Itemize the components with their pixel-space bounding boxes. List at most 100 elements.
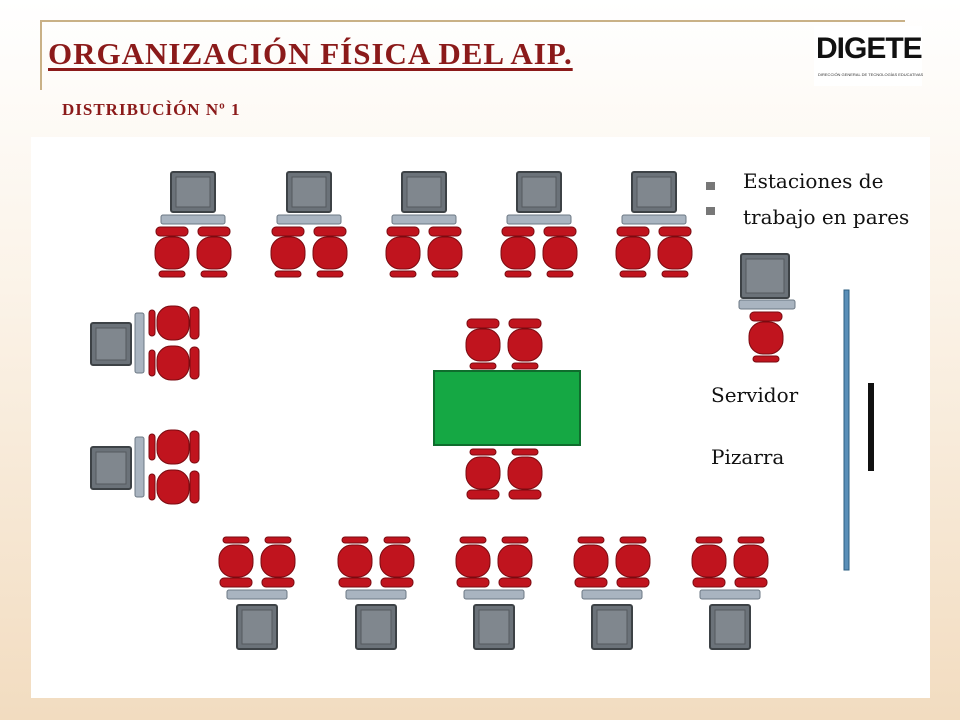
chair: [427, 226, 463, 278]
chair-back: [498, 577, 532, 588]
chair: [154, 226, 190, 278]
classroom-layout-diagram: Estaciones de trabajo en pares Servidor …: [31, 137, 930, 698]
chair-base: [511, 448, 539, 456]
chair-seat: [507, 328, 543, 362]
chair-seat: [615, 544, 651, 578]
chair-back: [692, 577, 726, 588]
chair-back: [658, 226, 692, 237]
monitor: [631, 171, 677, 213]
chair-base: [148, 349, 156, 377]
chair-base: [274, 270, 302, 278]
chair-base: [661, 270, 689, 278]
chair-base: [158, 270, 186, 278]
chair: [196, 226, 232, 278]
chair-back: [543, 226, 577, 237]
chair: [337, 536, 373, 588]
legend-mark: [706, 207, 715, 215]
chair-seat: [156, 345, 190, 381]
chair-back: [261, 577, 295, 588]
monitor-screen: [175, 176, 211, 208]
chair-base: [148, 433, 156, 461]
chair-back: [189, 306, 200, 340]
chair-back: [616, 226, 650, 237]
chair-back: [456, 577, 490, 588]
chair-seat: [733, 544, 769, 578]
logo-subtext: DIRECCIÓN GENERAL DE TECNOLOGÍAS EDUCATI…: [818, 72, 924, 77]
chair: [312, 226, 348, 278]
label-workstations-line1: Estaciones de: [743, 169, 884, 193]
chair: [385, 226, 421, 278]
chair-seat: [573, 544, 609, 578]
chair-back: [313, 226, 347, 237]
chair: [615, 226, 651, 278]
monitor-screen: [291, 176, 327, 208]
chair-back: [574, 577, 608, 588]
logo-text: DIGETE: [816, 32, 923, 65]
keyboard: [276, 214, 342, 225]
chair-base: [619, 536, 647, 544]
keyboard: [738, 299, 796, 310]
monitor-screen: [521, 176, 557, 208]
keyboard: [463, 589, 525, 600]
chair: [218, 536, 254, 588]
chair: [379, 536, 415, 588]
chair-base: [501, 536, 529, 544]
chair-seat: [379, 544, 415, 578]
layout-drawing: [90, 171, 874, 650]
monitor-screen: [745, 258, 785, 294]
chair-back: [749, 311, 783, 322]
chair-back: [501, 226, 535, 237]
chair-base: [389, 270, 417, 278]
chair-back: [508, 318, 542, 329]
monitor: [355, 604, 397, 650]
chair: [542, 226, 578, 278]
chair-seat: [312, 236, 348, 270]
keyboard: [699, 589, 761, 600]
chair-seat: [465, 456, 501, 490]
chair-base: [383, 536, 411, 544]
chair-base: [577, 536, 605, 544]
chair-seat: [154, 236, 190, 270]
chair-base: [752, 355, 780, 363]
monitor: [401, 171, 447, 213]
monitor-screen: [596, 609, 628, 645]
chair-base: [469, 362, 497, 370]
chair-seat: [657, 236, 693, 270]
chair-seat: [615, 236, 651, 270]
chair-base: [695, 536, 723, 544]
central-table: [433, 370, 581, 446]
chair-seat: [196, 236, 232, 270]
chair-base: [619, 270, 647, 278]
chair: [148, 429, 200, 465]
chair-seat: [270, 236, 306, 270]
chair: [497, 536, 533, 588]
monitor-screen: [714, 609, 746, 645]
monitor: [286, 171, 332, 213]
chair-back: [271, 226, 305, 237]
legend-mark: [706, 182, 715, 190]
monitor: [236, 604, 278, 650]
chair-back: [616, 577, 650, 588]
chair-base: [459, 536, 487, 544]
chair-seat: [156, 469, 190, 505]
page-subtitle: DISTRIBUCÌÓN Nº 1: [62, 100, 241, 119]
chair-seat: [497, 544, 533, 578]
chair-back: [466, 318, 500, 329]
keyboard: [134, 436, 145, 498]
chair: [733, 536, 769, 588]
page-title: ORGANIZACIÓN FÍSICA DEL AIP.: [48, 36, 573, 71]
chair-seat: [337, 544, 373, 578]
chair-base: [469, 448, 497, 456]
chair-back: [428, 226, 462, 237]
monitor: [591, 604, 633, 650]
chair: [507, 318, 543, 370]
chair-base: [737, 536, 765, 544]
chair-back: [386, 226, 420, 237]
chair-seat: [465, 328, 501, 362]
keyboard: [621, 214, 687, 225]
keyboard: [506, 214, 572, 225]
chair-seat: [427, 236, 463, 270]
chair: [691, 536, 727, 588]
chair: [260, 536, 296, 588]
chair-base: [222, 536, 250, 544]
